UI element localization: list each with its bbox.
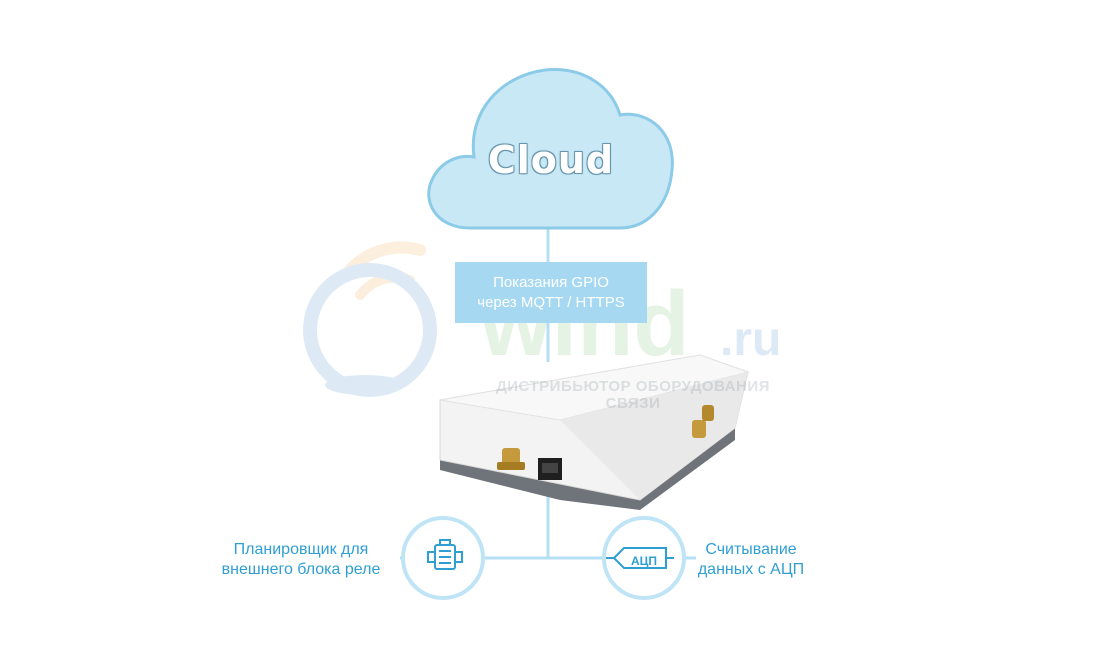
router-device xyxy=(439,354,750,510)
adc-icon-label: АЦП xyxy=(630,554,658,568)
protocol-line-1: Показания GPIO xyxy=(493,273,609,291)
adc-icon xyxy=(606,547,674,569)
protocol-line-2: через MQTT / HTTPS xyxy=(477,293,625,311)
sma-connector-front xyxy=(497,448,525,470)
adc-label-line-1: Считывание xyxy=(705,541,797,558)
cloud-label: Cloud xyxy=(487,138,615,182)
adc-label-line-2: данных с АЦП xyxy=(697,561,805,578)
scheduler-label: Планировщик для внешнего блока реле xyxy=(196,540,406,580)
scheduler-node xyxy=(401,516,485,600)
cloud-shape xyxy=(427,68,674,230)
watermark-caption: ДИСТРИБЬЮТОР ОБОРУДОВАНИЯ СВЯЗИ xyxy=(496,378,770,412)
adc-node xyxy=(602,516,686,600)
svg-text:.ru: .ru xyxy=(720,313,781,366)
protocol-box: Показания GPIO через MQTT / HTTPS xyxy=(455,262,647,323)
scheduler-label-line-1: Планировщик для xyxy=(233,541,369,558)
scheduler-label-line-2: внешнего блока реле xyxy=(221,561,381,578)
gpio-terminal xyxy=(538,458,562,480)
adc-label: Считывание данных с АЦП xyxy=(676,540,826,580)
motor-relay-icon xyxy=(427,539,463,570)
sma-connector-side xyxy=(692,405,714,438)
